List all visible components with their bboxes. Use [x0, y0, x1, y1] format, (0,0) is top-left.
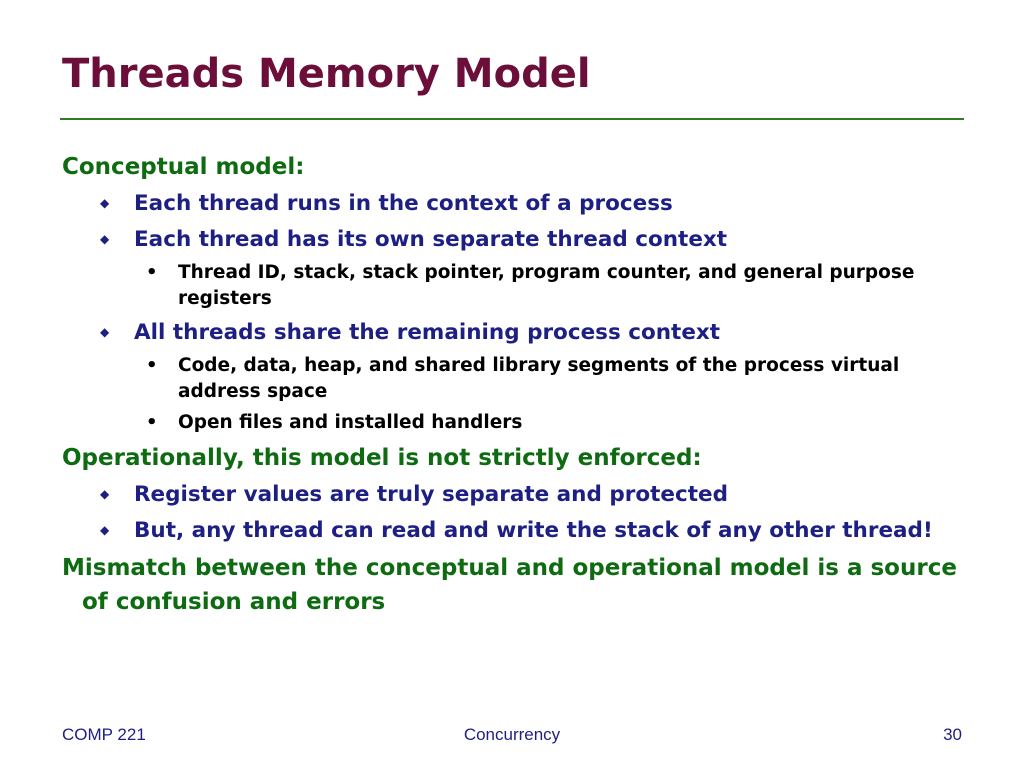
bullet-item: ◆ Register values are truly separate and… [62, 479, 967, 510]
sub-bullet-item: • Open files and installed handlers [62, 410, 967, 436]
diamond-bullet-icon: ◆ [100, 196, 110, 210]
diamond-bullet-icon: ◆ [100, 232, 110, 246]
dot-bullet-icon: • [146, 412, 158, 433]
footer-topic: Concurrency [463, 725, 561, 744]
diamond-bullet-icon: ◆ [100, 325, 110, 339]
footer-page-number: 30 [943, 725, 962, 744]
bullet-item: ◆ Each thread runs in the context of a p… [62, 188, 967, 219]
dot-bullet-icon: • [146, 262, 158, 283]
sub-bullet-text: Code, data, heap, and shared library seg… [178, 355, 900, 402]
section-heading-conceptual: Conceptual model: [62, 154, 305, 180]
diamond-bullet-icon: ◆ [100, 523, 110, 537]
bullet-text: Each thread runs in the context of a pro… [134, 191, 673, 216]
slide-title: Threads Memory Model [62, 51, 591, 97]
bullet-text: Each thread has its own separate thread … [134, 227, 728, 252]
sub-bullet-text: Thread ID, stack, stack pointer, program… [178, 262, 915, 309]
bullet-text: All threads share the remaining process … [134, 320, 721, 345]
dot-bullet-icon: • [146, 355, 158, 376]
section-heading-operational: Operationally, this model is not strictl… [62, 445, 702, 471]
slide-content: Conceptual model: ◆ Each thread runs in … [62, 150, 967, 623]
bullet-item: ◆ But, any thread can read and write the… [62, 515, 967, 546]
title-divider [60, 118, 964, 120]
sub-bullet-item: • Code, data, heap, and shared library s… [62, 353, 967, 405]
bullet-item: ◆ All threads share the remaining proces… [62, 317, 967, 348]
bullet-item: ◆ Each thread has its own separate threa… [62, 224, 967, 255]
sub-bullet-text: Open files and installed handlers [178, 412, 523, 433]
bullet-text: Register values are truly separate and p… [134, 482, 728, 507]
section-heading-mismatch: Mismatch between the conceptual and oper… [62, 555, 957, 615]
footer-course: COMP 221 [62, 725, 146, 744]
diamond-bullet-icon: ◆ [100, 487, 110, 501]
bullet-text: But, any thread can read and write the s… [134, 518, 933, 543]
sub-bullet-item: • Thread ID, stack, stack pointer, progr… [62, 260, 967, 312]
